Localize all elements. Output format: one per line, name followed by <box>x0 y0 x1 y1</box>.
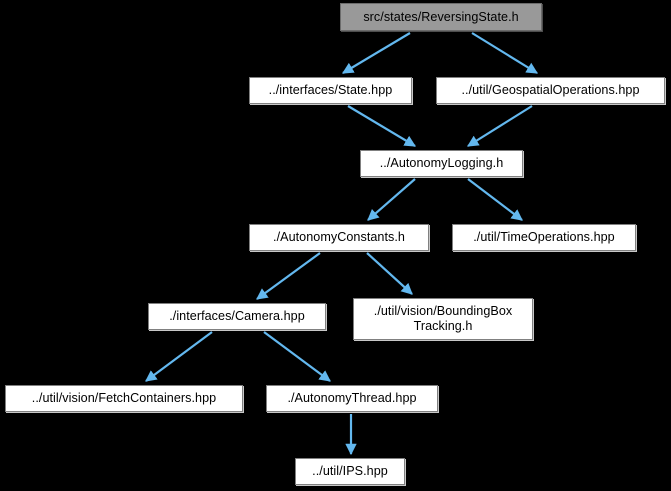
graph-edge-n0-to-n1 <box>342 32 411 74</box>
graph-node-n3[interactable]: ../AutonomyLogging.h <box>360 150 523 177</box>
graph-edge-n0-to-n2 <box>471 32 538 74</box>
graph-node-n1[interactable]: ../interfaces/State.hpp <box>249 77 412 104</box>
graph-node-label: ../interfaces/State.hpp <box>268 83 393 97</box>
graph-edge-n3-to-n4 <box>367 178 416 221</box>
graph-edge-n6-to-n8 <box>145 331 213 382</box>
graph-node-label: src/states/ReversingState.h <box>363 9 519 24</box>
graph-node-label: ../AutonomyLogging.h <box>379 156 504 170</box>
graph-node-label: ./util/vision/BoundingBox Tracking.h <box>373 304 513 333</box>
graph-edge-n4-to-n6 <box>256 252 321 300</box>
graph-node-label: ../util/vision/FetchContainers.hpp <box>31 391 217 405</box>
graph-node-label: ./util/TimeOperations.hpp <box>473 230 615 244</box>
graph-node-n2[interactable]: ../util/GeospatialOperations.hpp <box>436 77 665 104</box>
graph-node-label: ../util/GeospatialOperations.hpp <box>461 83 640 97</box>
graph-node-n9[interactable]: ./AutonomyThread.hpp <box>266 385 438 412</box>
graph-node-n6[interactable]: ./interfaces/Camera.hpp <box>148 303 326 330</box>
graph-node-label: ./AutonomyConstants.h <box>273 230 405 244</box>
graph-node-n4[interactable]: ./AutonomyConstants.h <box>249 224 429 251</box>
graph-edge-n6-to-n9 <box>263 331 331 382</box>
graph-node-n10[interactable]: ../util/IPS.hpp <box>295 458 405 485</box>
graph-node-label: ./AutonomyThread.hpp <box>287 391 417 405</box>
graph-edge-n1-to-n3 <box>347 105 416 147</box>
graph-node-n8[interactable]: ../util/vision/FetchContainers.hpp <box>5 385 243 412</box>
graph-edge-n2-to-n3 <box>467 105 533 147</box>
graph-node-label: ./interfaces/Camera.hpp <box>169 309 305 323</box>
graph-edge-n3-to-n5 <box>467 178 523 221</box>
graph-edge-n4-to-n7 <box>366 252 413 295</box>
graph-node-label: ../util/IPS.hpp <box>312 464 388 478</box>
graph-node-n5[interactable]: ./util/TimeOperations.hpp <box>452 224 636 251</box>
graph-node-n7[interactable]: ./util/vision/BoundingBox Tracking.h <box>353 298 533 340</box>
graph-node-n0: src/states/ReversingState.h <box>340 3 542 31</box>
